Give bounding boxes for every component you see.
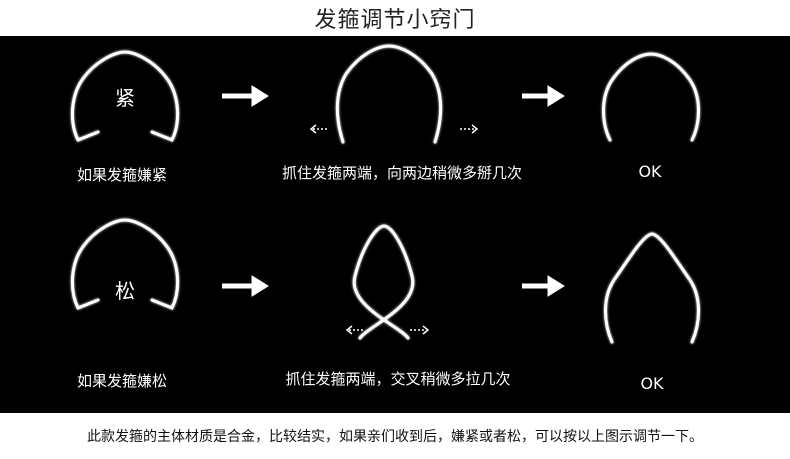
ok-headband-shape-1 [602,52,700,142]
loose-headband-tail [76,298,100,310]
loose-caption: 如果发箍嫌松 [76,372,168,390]
spread-action-caption: 抓住发箍两端，向两边稍微多掰几次 [281,164,523,182]
tight-headband-tail [76,130,100,142]
dotted-arrow-left-icon [309,124,328,134]
footer-note: 此款发箍的主体材质是合金，比较结实，如果亲们收到后，嫌紧或者松，可以按以上图示调… [87,429,703,445]
dotted-arrow-left-icon [345,325,365,335]
arrow-right-icon [222,85,269,107]
tight-char: 紧 [115,86,135,110]
footer: 此款发箍的主体材质是合金，比较结实，如果亲们收到后，嫌紧或者松，可以按以上图示调… [0,413,790,459]
ok-headband-shape-2 [604,232,700,344]
arrow-right-icon [522,85,565,107]
crossed-headband-shape [352,224,415,340]
ok-result-1: OK [638,162,662,181]
page-title: 发箍调节小窍门 [314,8,476,33]
headband-diagram [70,44,700,344]
ok-result-2: OK [640,374,664,393]
arrow-right-icon [222,275,269,297]
dotted-arrow-right-icon [410,325,430,335]
tight-caption: 如果发箍嫌紧 [76,166,168,184]
loose-headband-shape [70,218,180,310]
header: 发箍调节小窍门 [0,0,790,36]
cross-action-caption: 抓住发箍两端，交叉稍微多拉几次 [285,370,511,388]
instruction-panel: 紧 如果发箍嫌紧 抓住发箍两端，向两边稍微多掰几次 OK 松 如果发箍嫌松 抓住… [0,36,790,413]
arrow-right-icon [522,275,565,297]
spread-headband-shape [335,44,443,144]
dotted-arrow-right-icon [460,124,479,134]
tight-headband-shape [70,50,180,142]
loose-char: 松 [115,279,135,303]
